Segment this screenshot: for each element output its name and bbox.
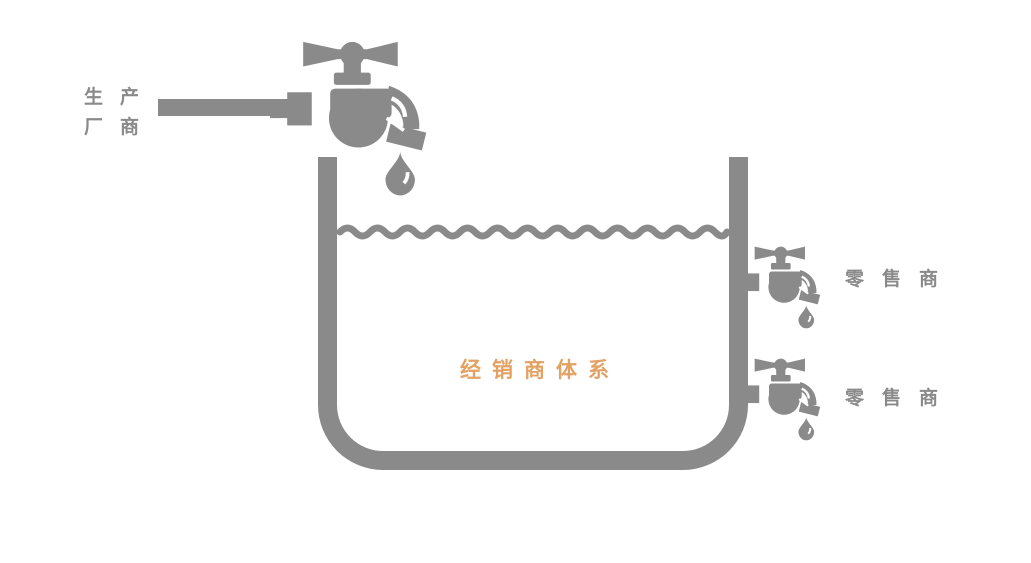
retailer-label-bottom: 零售商	[845, 387, 957, 409]
supply-pipe-icon	[158, 99, 290, 116]
tank	[318, 157, 748, 470]
retailer-label-top: 零售商	[845, 268, 957, 290]
producer-label: 生产 厂商	[84, 82, 156, 142]
producer-label-line2: 厂商	[84, 116, 157, 138]
distributor-system-label: 经销商体系	[460, 357, 620, 382]
retailer-faucet-top-icon	[737, 241, 820, 330]
water-surface-icon	[337, 224, 729, 240]
producer-label-line1: 生产	[84, 86, 157, 108]
retailer-faucet-bottom-icon	[737, 353, 820, 442]
